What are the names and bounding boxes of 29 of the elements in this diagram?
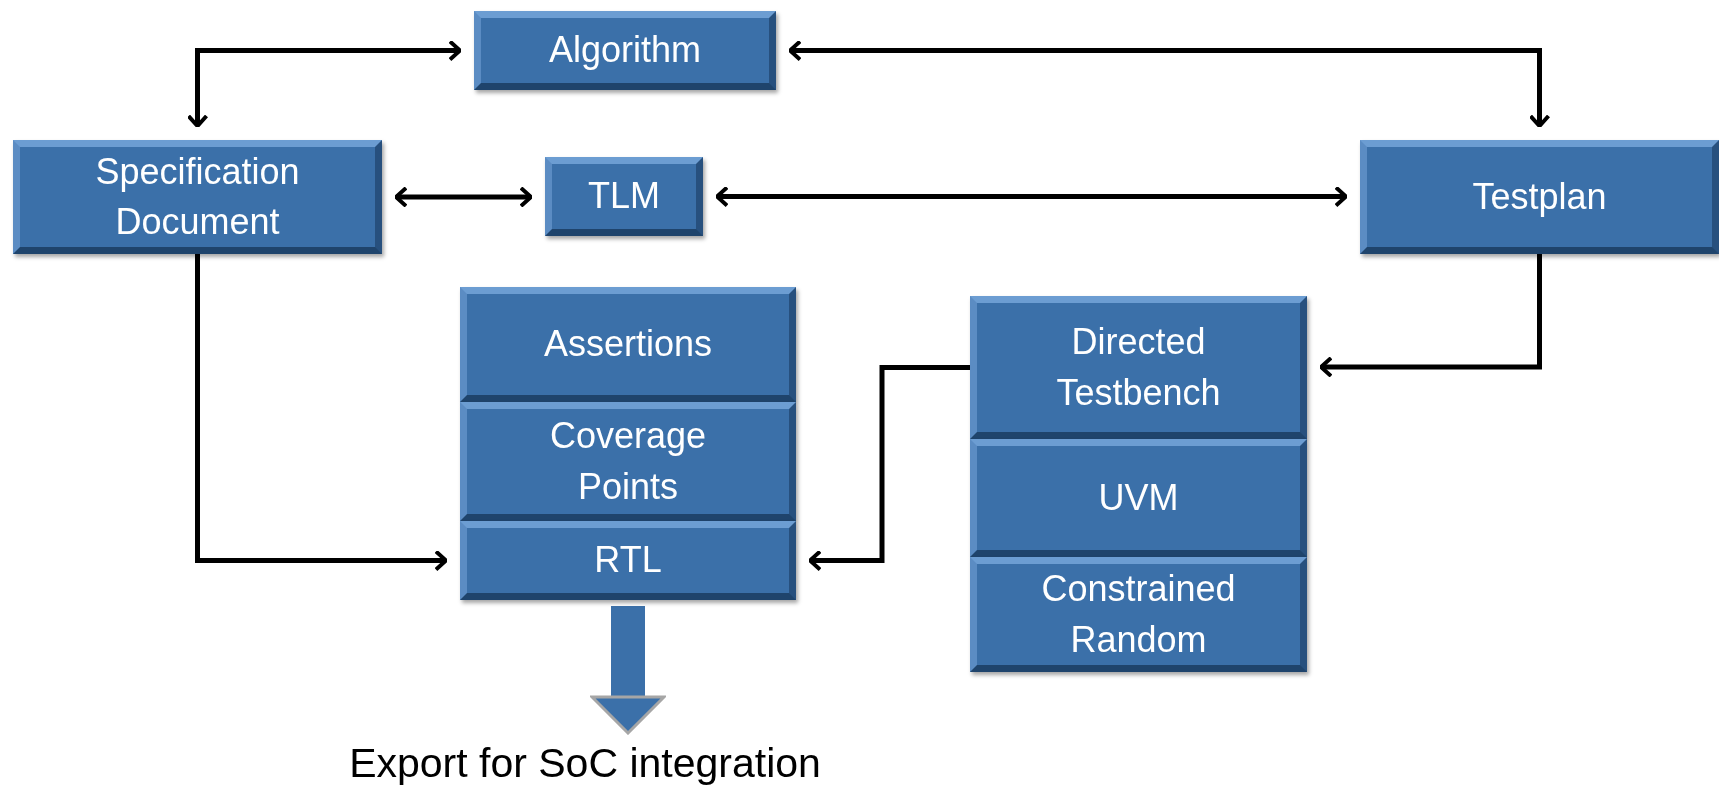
process-box (13, 140, 382, 254)
connector-arrow (788, 39, 1551, 128)
box-label: Coverage Points (548, 414, 708, 509)
process-box (1360, 140, 1719, 254)
box-label: Constrained Random (1040, 567, 1237, 662)
connector-arrow (186, 39, 462, 128)
box-label: TLM (588, 174, 660, 219)
process-box (545, 157, 703, 236)
connector-arrow (394, 186, 533, 208)
process-box (970, 296, 1307, 439)
connector-arrow (195, 254, 448, 572)
output-label: Export for SoC integration (349, 739, 821, 787)
process-box (970, 439, 1307, 557)
box-label: Testplan (1472, 174, 1607, 219)
process-box (460, 521, 796, 600)
box-label: Specification Document (94, 149, 301, 244)
connector-arrow (715, 185, 1348, 208)
process-box (460, 402, 796, 521)
block-arrow (590, 606, 666, 735)
connector-arrow (808, 365, 970, 572)
process-box (970, 557, 1307, 672)
process-box (474, 11, 776, 90)
connector-arrow (1319, 254, 1542, 378)
box-label: Assertions (543, 322, 713, 367)
process-box (460, 287, 796, 402)
box-label: Algorithm (548, 28, 702, 73)
box-label: RTL (594, 538, 662, 583)
box-label: UVM (1098, 475, 1179, 520)
box-label: Directed Testbench (1055, 320, 1222, 415)
